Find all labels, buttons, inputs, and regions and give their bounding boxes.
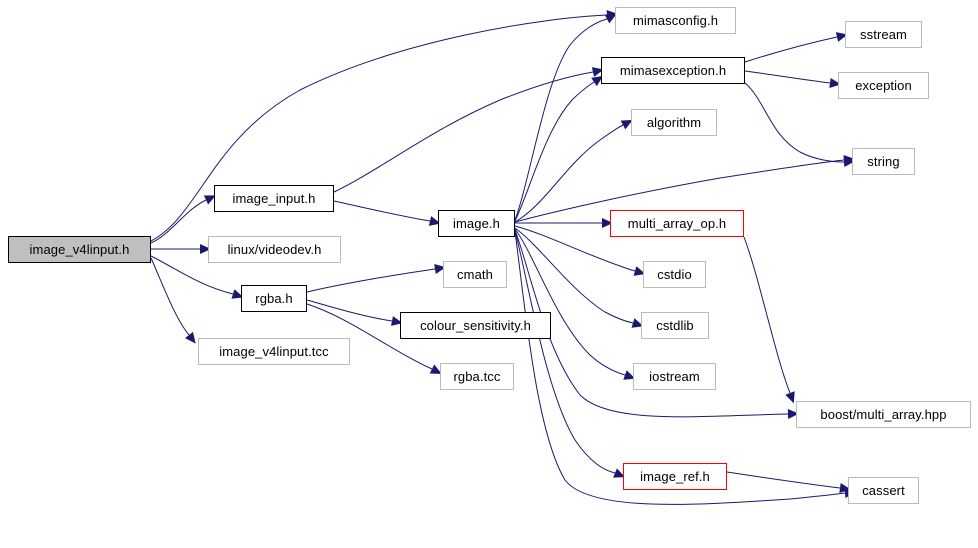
- node-exception[interactable]: exception: [838, 72, 929, 99]
- arrowhead-image_v4linput_h->rgba_h: [231, 289, 244, 299]
- arrowhead-image_h->image_ref_h: [613, 468, 626, 478]
- edge-image_h-to-mimasconfig_h: [514, 18, 608, 221]
- node-linux_videodev_h[interactable]: linux/videodev.h: [208, 236, 341, 263]
- arrowhead-rgba_h->colour_sensitivity: [391, 316, 403, 326]
- arrowhead-mimasexception_h->sstream: [835, 32, 848, 42]
- edge-image_ref_h-to-cassert: [726, 471, 841, 489]
- arrowhead-rgba_h->cmath: [434, 264, 446, 274]
- node-cassert[interactable]: cassert: [848, 477, 919, 504]
- edge-image_h-to-string: [514, 159, 845, 223]
- edge-group: [150, 14, 846, 505]
- edge-rgba_h-to-rgba_tcc: [306, 303, 433, 370]
- node-label: multi_array_op.h: [627, 216, 727, 231]
- node-algorithm[interactable]: algorithm: [631, 109, 717, 136]
- edge-mimasexception_h-to-exception: [744, 70, 831, 84]
- edge-mimasexception_h-to-string: [744, 82, 845, 163]
- node-label: cstdio: [657, 267, 692, 282]
- node-colour_sensitivity[interactable]: colour_sensitivity.h: [400, 312, 551, 339]
- arrowhead-image_h->algorithm: [620, 119, 633, 130]
- edge-mimasexception_h-to-sstream: [744, 36, 838, 63]
- node-label: rgba.tcc: [453, 369, 501, 384]
- node-label: mimasexception.h: [619, 63, 727, 78]
- node-label: mimasconfig.h: [632, 13, 719, 28]
- node-label: colour_sensitivity.h: [420, 318, 531, 333]
- arrowhead-image_h->mimasexception_h: [591, 75, 604, 87]
- node-label: string: [867, 154, 900, 169]
- node-label: image_v4linput.h: [29, 242, 130, 257]
- node-image_ref_h[interactable]: image_ref.h: [623, 463, 727, 490]
- node-label: boost/multi_array.hpp: [820, 407, 947, 422]
- node-mimasexception_h[interactable]: mimasexception.h: [601, 57, 745, 84]
- node-multi_array_op_h[interactable]: multi_array_op.h: [610, 210, 744, 237]
- node-boost_multi_array[interactable]: boost/multi_array.hpp: [796, 401, 971, 428]
- arrowhead-image_input_h->image_h: [428, 216, 441, 226]
- edge-image_h-to-cstdio: [514, 225, 636, 272]
- node-label: image.h: [453, 216, 500, 231]
- edge-image_h-to-cstdlib: [514, 227, 634, 324]
- arrowhead-image_h->multi_array_op_h: [602, 218, 613, 228]
- node-rgba_h[interactable]: rgba.h: [241, 285, 307, 312]
- edge-image_h-to-mimasexception_h: [514, 81, 595, 222]
- arrowhead-rgba_h->rgba_tcc: [429, 364, 442, 374]
- node-image_v4linput_h[interactable]: image_v4linput.h: [8, 236, 151, 263]
- node-label: image_v4linput.tcc: [219, 344, 329, 359]
- arrowhead-mimasexception_h->exception: [829, 78, 841, 88]
- edge-image_h-to-image_ref_h: [514, 230, 616, 474]
- edge-image_h-to-boost_multi_array: [514, 229, 789, 418]
- node-label: algorithm: [646, 115, 702, 130]
- node-sstream[interactable]: sstream: [845, 21, 922, 48]
- node-string[interactable]: string: [852, 148, 915, 175]
- edge-image_h-to-algorithm: [514, 124, 624, 223]
- arrowhead-group: [185, 10, 856, 498]
- node-image_h[interactable]: image.h: [438, 210, 515, 237]
- node-cstdlib[interactable]: cstdlib: [641, 312, 709, 339]
- node-image_input_h[interactable]: image_input.h: [214, 185, 334, 212]
- arrowhead-image_h->cstdio: [633, 266, 646, 276]
- arrowhead-multi_array_op_h->boost_multi_array: [785, 391, 795, 404]
- node-image_v4linput_tcc[interactable]: image_v4linput.tcc: [198, 338, 350, 365]
- node-iostream[interactable]: iostream: [633, 363, 716, 390]
- edge-image_v4linput_h-to-mimasconfig_h: [150, 14, 608, 242]
- edge-image_input_h-to-image_h: [333, 200, 431, 222]
- node-label: image_ref.h: [640, 469, 710, 484]
- edge-image_v4linput_h-to-image_input_h: [150, 199, 207, 244]
- node-mimasconfig_h[interactable]: mimasconfig.h: [615, 7, 736, 34]
- node-cmath[interactable]: cmath: [443, 261, 507, 288]
- node-label: cassert: [862, 483, 905, 498]
- node-cstdio[interactable]: cstdio: [643, 261, 706, 288]
- arrowhead-image_v4linput_h->image_v4linput_tcc: [185, 331, 196, 344]
- edge-image_h-to-iostream: [514, 228, 626, 376]
- node-label: exception: [855, 78, 912, 93]
- arrowhead-image_ref_h->cassert: [839, 483, 851, 493]
- arrowhead-image_h->boost_multi_array: [787, 409, 799, 419]
- arrowhead-image_h->mimasconfig_h: [604, 13, 617, 24]
- node-label: cmath: [457, 267, 493, 282]
- node-label: rgba.h: [255, 291, 293, 306]
- edge-image_v4linput_h-to-image_v4linput_tcc: [150, 257, 190, 336]
- node-rgba_tcc[interactable]: rgba.tcc: [440, 363, 514, 390]
- arrowhead-image_v4linput_h->linux_videodev_h: [200, 244, 211, 254]
- node-label: cstdlib: [656, 318, 694, 333]
- arrowhead-mimasexception_h->string: [843, 157, 855, 167]
- arrowhead-image_v4linput_h->image_input_h: [203, 195, 216, 205]
- edge-rgba_h-to-cmath: [306, 268, 436, 293]
- edge-image_input_h-to-mimasexception_h: [333, 71, 594, 193]
- node-label: sstream: [860, 27, 907, 42]
- arrowhead-image_h->cstdlib: [631, 318, 644, 328]
- edge-rgba_h-to-colour_sensitivity: [306, 299, 393, 322]
- arrowhead-image_input_h->mimasexception_h: [591, 67, 604, 77]
- edge-image_v4linput_h-to-rgba_h: [150, 255, 234, 295]
- arrowhead-image_h->iostream: [623, 370, 636, 380]
- node-label: iostream: [649, 369, 700, 384]
- node-label: linux/videodev.h: [227, 242, 322, 257]
- node-label: image_input.h: [232, 191, 316, 206]
- edge-multi_array_op_h-to-boost_multi_array: [743, 236, 791, 394]
